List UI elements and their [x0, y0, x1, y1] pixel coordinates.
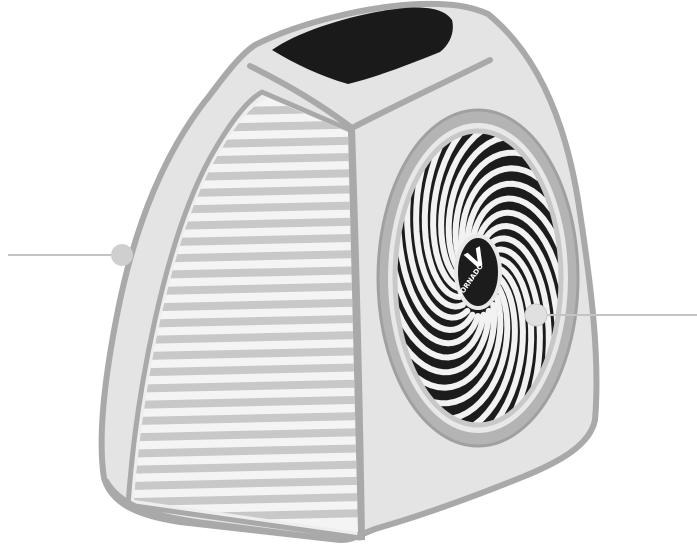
right-callout-dot	[525, 304, 547, 326]
left-callout-dot	[111, 244, 133, 266]
left-callout	[8, 244, 133, 266]
